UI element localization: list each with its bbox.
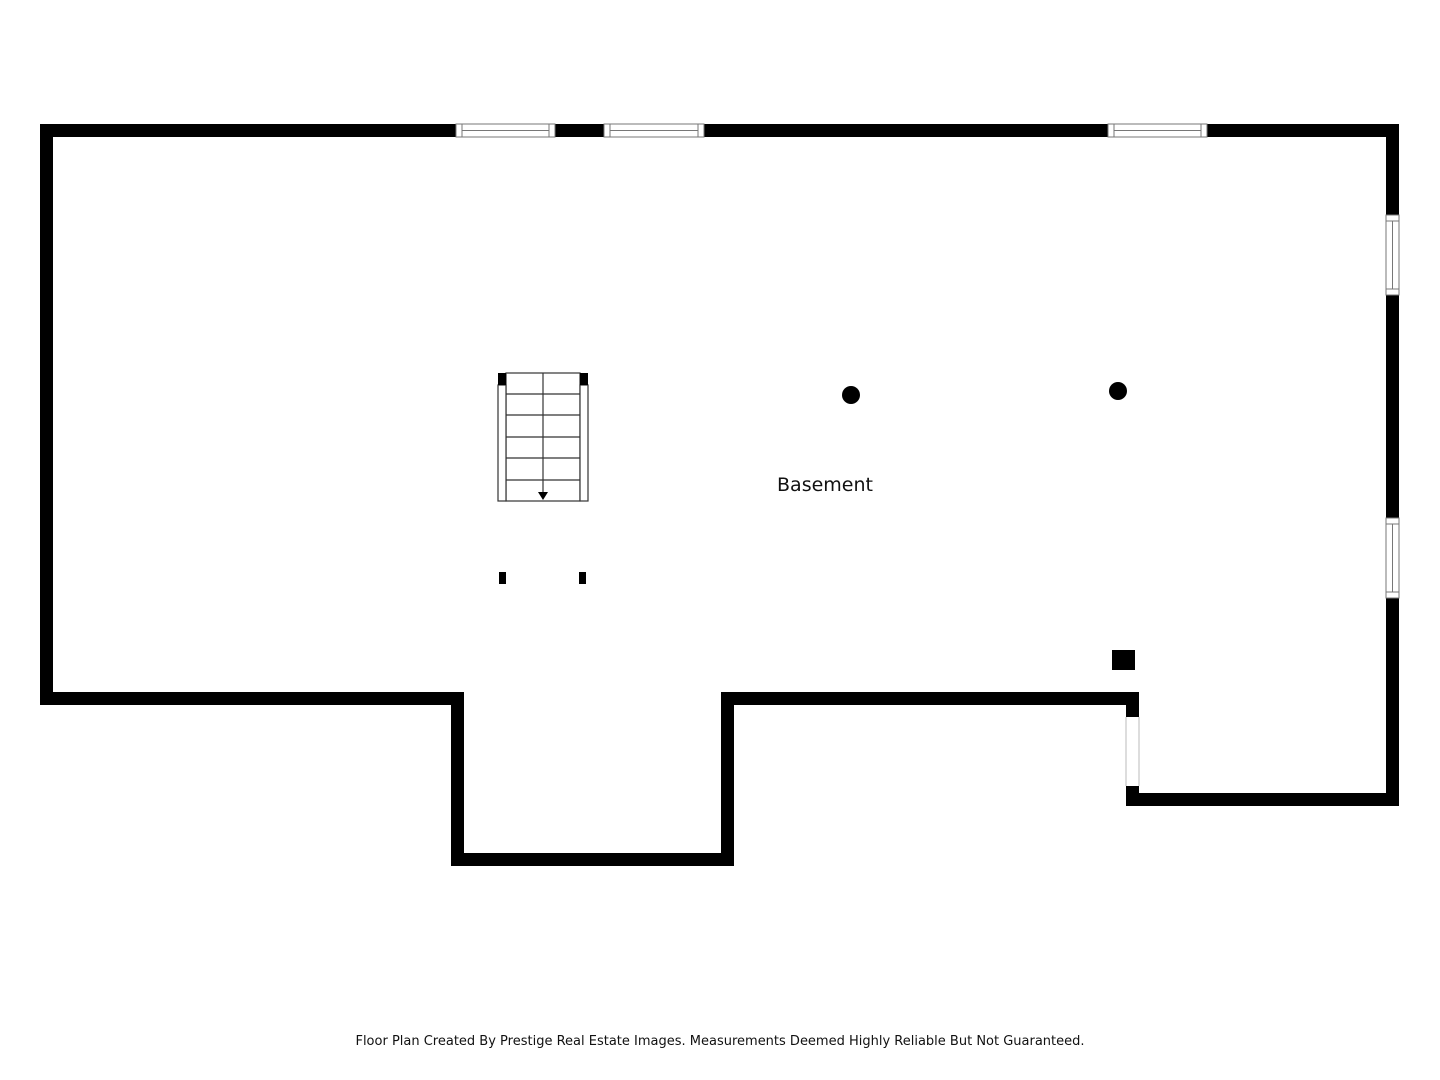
post <box>499 572 506 584</box>
stair-post <box>580 373 588 385</box>
window-top-3 <box>1107 123 1208 138</box>
window-top-2 <box>603 123 705 138</box>
exterior-walls <box>40 124 1399 866</box>
doorway-opening <box>1125 717 1140 786</box>
staircase <box>497 372 589 502</box>
room-label-basement: Basement <box>777 474 873 496</box>
window-right-1 <box>1385 214 1400 296</box>
stair-post <box>498 373 506 385</box>
square-column <box>1112 650 1135 670</box>
disclaimer-footer: Floor Plan Created By Prestige Real Esta… <box>355 1034 1085 1049</box>
column <box>1109 382 1127 400</box>
column <box>842 386 860 404</box>
stair-direction-arrow-icon <box>538 492 548 500</box>
window-top-1 <box>455 123 556 138</box>
window-right-2 <box>1385 517 1400 599</box>
post <box>579 572 586 584</box>
